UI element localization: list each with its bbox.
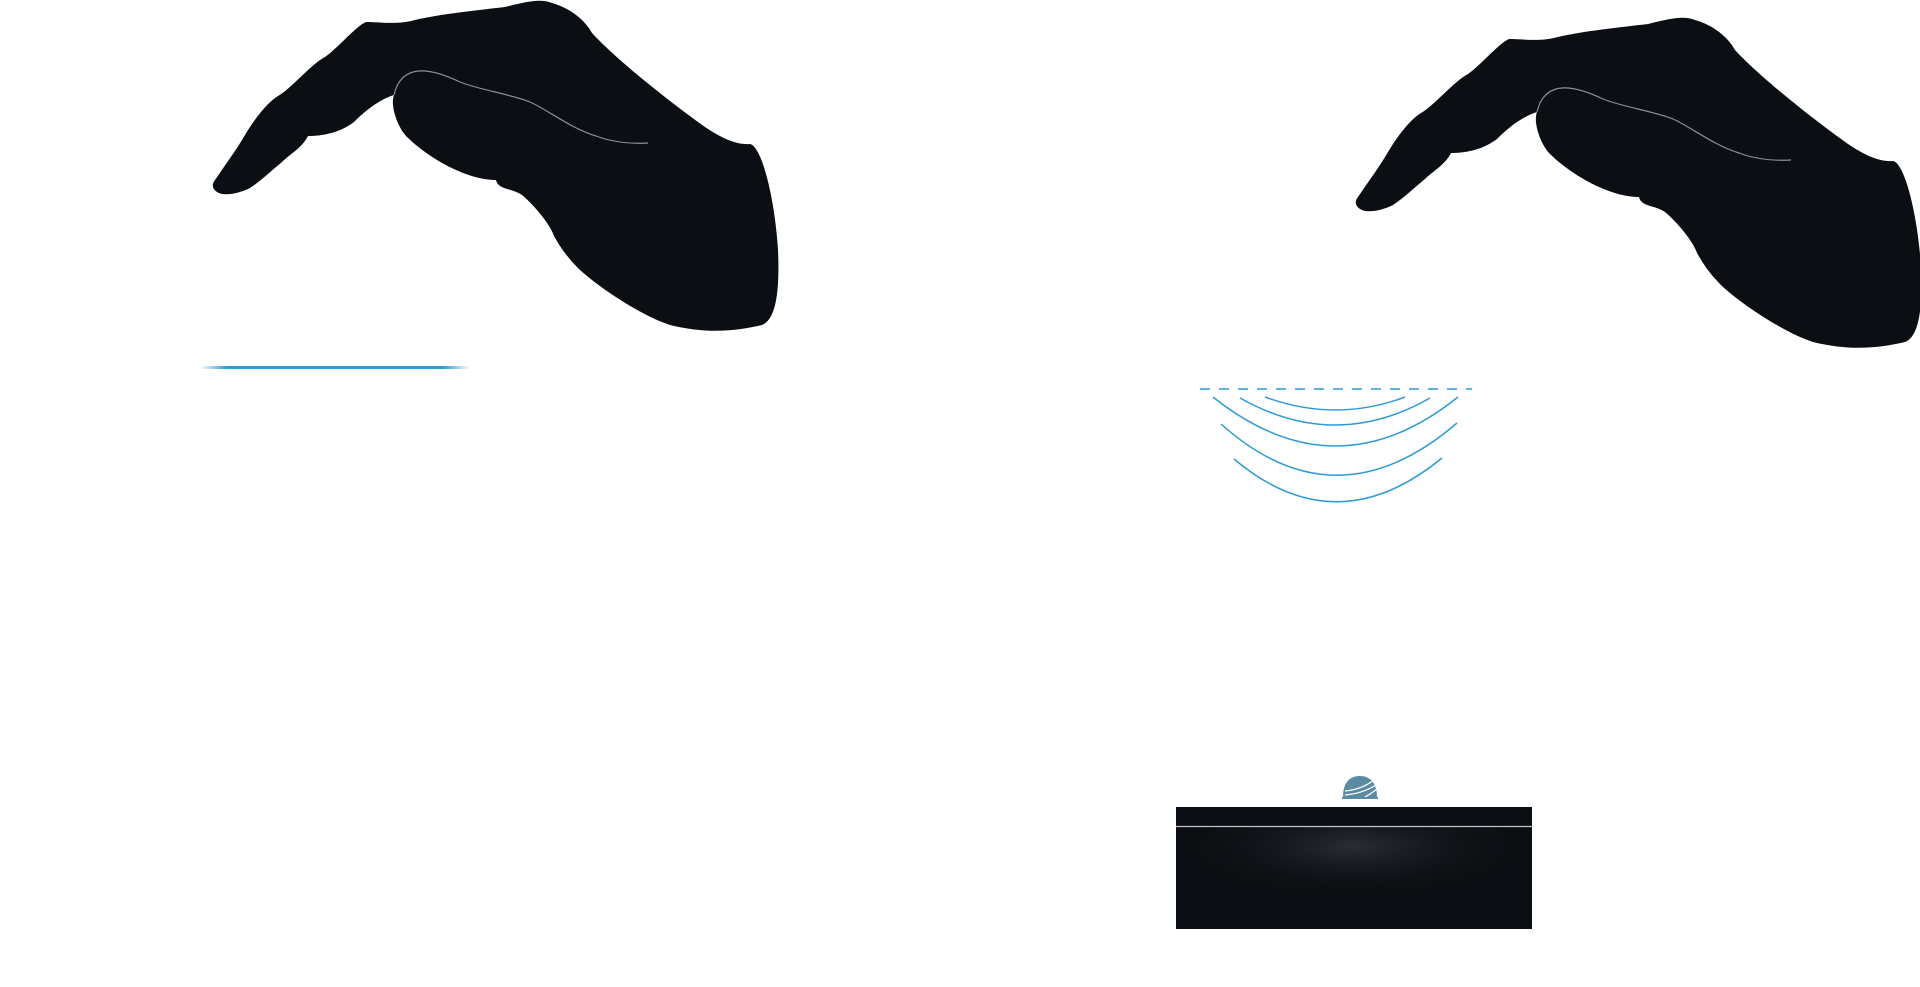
wave-arcs	[1212, 396, 1459, 503]
wave-arc-3	[1212, 396, 1459, 447]
left-hand-back	[212, 0, 779, 331]
wave-arc-2	[1239, 397, 1431, 426]
wave-arc-1	[1264, 396, 1406, 411]
sensor-icon	[1342, 776, 1378, 799]
right-hand-finger-line	[1536, 87, 1792, 161]
left-panel	[200, 0, 779, 369]
wave-arc-5	[1233, 457, 1443, 503]
sensor-dome	[1343, 776, 1377, 797]
sensor-box	[1176, 807, 1532, 929]
right-hand-icon	[1355, 17, 1920, 348]
left-flat-line	[200, 366, 470, 369]
right-panel	[1176, 17, 1920, 929]
sensor-box-glow	[1176, 826, 1532, 929]
left-hand-finger-line	[393, 70, 649, 144]
right-hand-back	[1355, 17, 1920, 348]
wave-arc-4	[1220, 422, 1458, 476]
left-hand-icon	[212, 0, 779, 331]
